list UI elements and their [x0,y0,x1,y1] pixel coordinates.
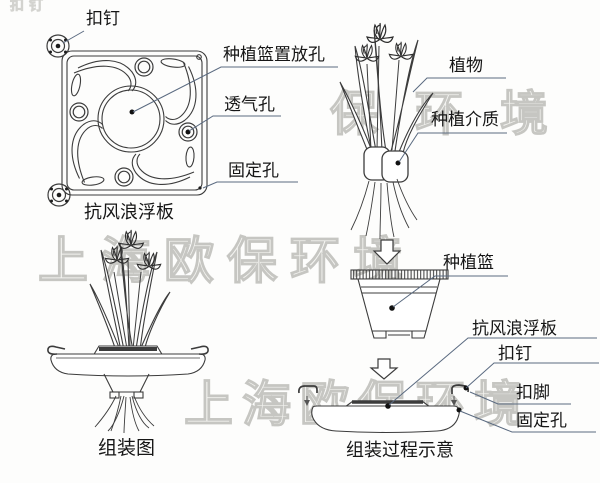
label-buckle-foot: 扣脚 [516,383,550,402]
label-fixing-hole-side: 固定孔 [516,411,567,430]
caption-assembly-process: 组装过程示意 [346,440,454,460]
caption-assembled-view: 组装图 [98,438,156,459]
under-basket [103,373,150,399]
caption-float-board: 抗风浪浮板 [84,202,174,222]
label-buckle-pin-side: 扣钉 [498,344,532,363]
label-basket-hole: 种植篮置放孔 [223,45,325,64]
label-planting-basket: 种植篮 [443,253,494,272]
assembled-unit-drawing [47,229,209,434]
label-buckle-pin-top: 扣钉 [86,9,120,28]
assembly-process-drawing [298,384,470,434]
label-plant: 植物 [449,56,483,75]
roots [350,178,418,240]
label-vent-hole: 透气孔 [224,95,275,114]
roots [94,395,155,434]
label-float-board-side: 抗风浪浮板 [472,319,557,338]
down-arrow-icon [369,358,399,380]
label-fixing-hole-top: 固定孔 [228,161,279,180]
planting-basket-drawing [350,269,449,339]
label-planting-medium: 种植介质 [431,110,499,129]
down-arrow-icon [372,239,402,265]
watermark-middle: 上海欧保环境 [37,232,416,289]
float-board-top-view-drawing [46,34,208,207]
insert-arrow-icon [304,396,457,406]
leader-lines [62,30,599,433]
watermark-corner-fragment: 扣钉 [10,0,48,13]
plant-with-medium-drawing [339,22,434,240]
